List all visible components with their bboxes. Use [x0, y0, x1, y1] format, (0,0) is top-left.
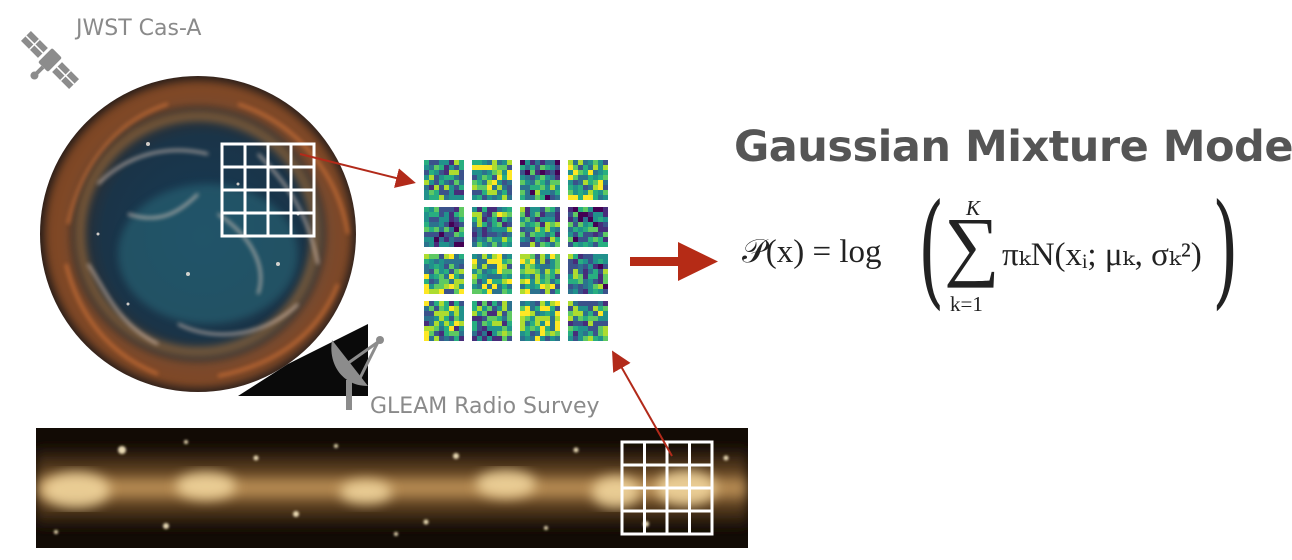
patch-tile: [520, 254, 560, 294]
patch-tile: [520, 301, 560, 341]
patch-tile: [424, 301, 464, 341]
summation-symbol: ∑: [944, 201, 1000, 288]
patch-tile: [472, 207, 512, 247]
patch-tile: [568, 160, 608, 200]
summation-upper: K: [966, 196, 981, 220]
patch-tiles: [424, 160, 608, 341]
patch-tile: [568, 254, 608, 294]
gleam-label: GLEAM Radio Survey: [370, 394, 600, 419]
patch-tile: [472, 301, 512, 341]
arrow-cas-a-to-patches: [299, 153, 416, 188]
cas-a-patch-grid: [220, 142, 316, 238]
patch-tile: [520, 207, 560, 247]
big-arrow: [630, 242, 718, 281]
equation-lhs: 𝒫(x) = log: [742, 234, 882, 270]
summation-lower: k=1: [950, 292, 983, 316]
patch-tile: [472, 160, 512, 200]
radio-dish-icon: [331, 336, 384, 410]
cas-a-image: [40, 76, 368, 396]
patch-tile: [568, 207, 608, 247]
arrow-gleam-to-patches: [612, 350, 673, 457]
patch-tile: [472, 254, 512, 294]
equation-body: πₖN(xᵢ; μₖ, σₖ²): [1002, 237, 1202, 273]
gleam-image: [36, 428, 748, 548]
gmm-title: Gaussian Mixture Model: [734, 122, 1292, 172]
patch-tile: [424, 254, 464, 294]
satellite-icon: [21, 31, 79, 89]
patch-tile: [424, 207, 464, 247]
patch-tile: [520, 160, 560, 200]
equation-right-paren: ): [1212, 178, 1239, 322]
patch-tile: [424, 160, 464, 200]
equation-left-paren: (: [918, 178, 945, 322]
gleam-patch-grid: [620, 440, 714, 536]
patch-tile: [568, 301, 608, 341]
jwst-label: JWST Cas-A: [76, 16, 202, 41]
